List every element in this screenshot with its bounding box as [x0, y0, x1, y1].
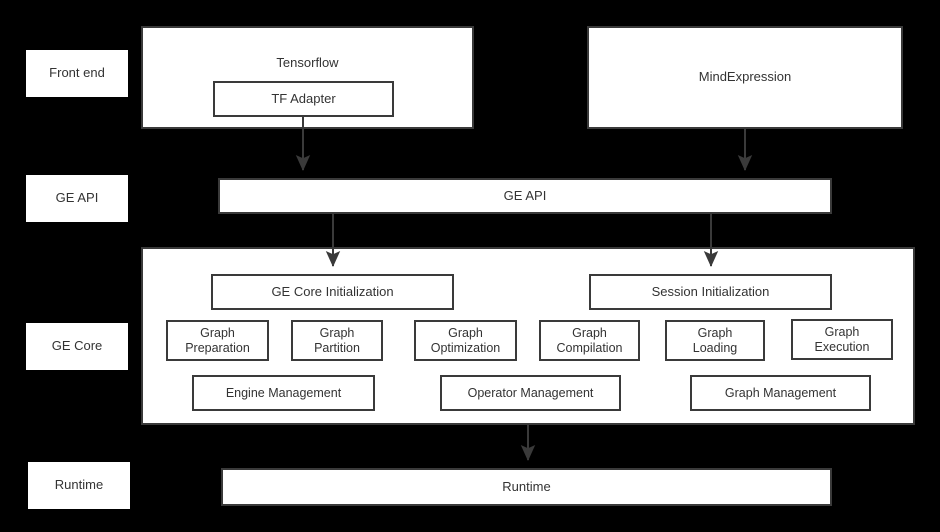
graph-optimization-box[interactable]: Graph Optimization — [414, 320, 517, 361]
lane-label-front-end: Front end — [26, 50, 128, 97]
tensorflow-label: Tensorflow — [276, 55, 339, 70]
lane-label-runtime-text: Runtime — [54, 477, 104, 493]
lane-label-ge-api-text: GE API — [55, 190, 99, 206]
graph-partition-label: Graph Partition — [314, 326, 360, 355]
ge-core-initialization-label: GE Core Initialization — [271, 283, 394, 299]
mindexpression-box[interactable]: MindExpression — [587, 26, 903, 129]
graph-compilation-label: Graph Compilation — [556, 326, 623, 355]
graph-management-box[interactable]: Graph Management — [690, 375, 871, 411]
graph-preparation-label: Graph Preparation — [185, 326, 250, 355]
ge-api-label: GE API — [503, 187, 547, 203]
tf-adapter-label: TF Adapter — [271, 90, 336, 106]
ge-api-box[interactable]: GE API — [218, 178, 832, 214]
session-initialization-box[interactable]: Session Initialization — [589, 274, 832, 310]
runtime-box[interactable]: Runtime — [221, 468, 832, 506]
tf-adapter-box[interactable]: TF Adapter — [213, 81, 394, 117]
graph-loading-box[interactable]: Graph Loading — [665, 320, 765, 361]
engine-management-label: Engine Management — [225, 385, 342, 400]
engine-management-box[interactable]: Engine Management — [192, 375, 375, 411]
graph-execution-label: Graph Execution — [814, 325, 870, 354]
operator-management-box[interactable]: Operator Management — [440, 375, 621, 411]
runtime-label: Runtime — [502, 478, 551, 494]
lane-label-ge-core-text: GE Core — [51, 338, 103, 354]
mindexpression-label: MindExpression — [698, 69, 792, 85]
lane-label-ge-core: GE Core — [26, 323, 128, 370]
graph-execution-box[interactable]: Graph Execution — [791, 319, 893, 360]
graph-partition-box[interactable]: Graph Partition — [291, 320, 383, 361]
session-initialization-label: Session Initialization — [651, 283, 770, 299]
ge-core-initialization-box[interactable]: GE Core Initialization — [211, 274, 454, 310]
graph-preparation-box[interactable]: Graph Preparation — [166, 320, 269, 361]
lane-label-ge-api: GE API — [26, 175, 128, 222]
graph-optimization-label: Graph Optimization — [430, 326, 501, 355]
graph-management-label: Graph Management — [724, 385, 837, 400]
lane-label-runtime: Runtime — [28, 462, 130, 509]
operator-management-label: Operator Management — [467, 385, 594, 400]
lane-label-front-end-text: Front end — [49, 65, 105, 81]
graph-compilation-box[interactable]: Graph Compilation — [539, 320, 640, 361]
graph-loading-label: Graph Loading — [692, 326, 738, 355]
